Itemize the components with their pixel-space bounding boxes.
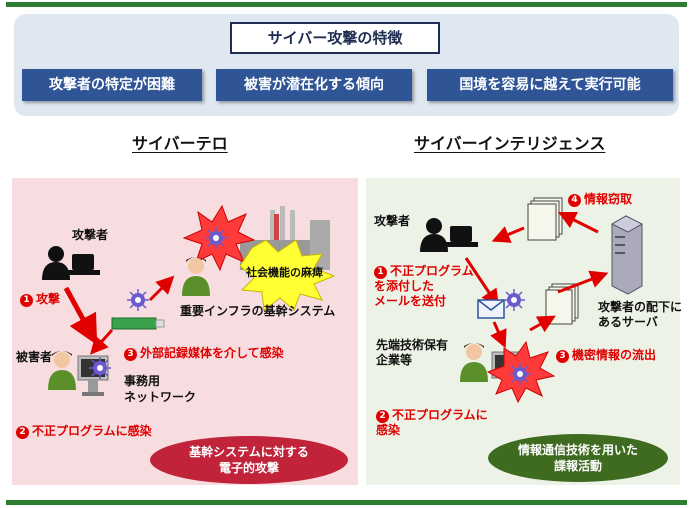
left-victim-label: 被害者 bbox=[16, 350, 53, 364]
virus-icon-infra bbox=[204, 226, 228, 250]
cyber-terror-heading: サイバーテロ bbox=[132, 134, 228, 153]
company-label: 先端技術保有 企業等 bbox=[376, 338, 449, 367]
feature-cross-border: 国境を容易に越えて実行可能 bbox=[427, 69, 673, 101]
server-icon bbox=[610, 215, 644, 295]
left-attacker-label: 攻撃者 bbox=[72, 228, 109, 242]
virus-icon-usb bbox=[126, 288, 150, 312]
right-attacker-label: 攻撃者 bbox=[374, 214, 411, 228]
cyber-intelligence-heading: サイバーインテリジェンス bbox=[414, 134, 606, 153]
infra-system-label: 重要インフラの基幹システム bbox=[180, 304, 336, 318]
feature-damage-latent: 被害が潜在化する傾向 bbox=[216, 69, 412, 101]
social-paralysis-burst bbox=[239, 239, 336, 311]
cyber-terror-summary: 基幹システムに対する 電子的攻撃 bbox=[150, 436, 348, 484]
virus-icon-company bbox=[508, 362, 532, 386]
stolen-documents-icon bbox=[527, 197, 563, 241]
leaked-documents-icon bbox=[545, 283, 579, 325]
usb-memory-icon bbox=[111, 317, 165, 330]
attacker-icon bbox=[42, 246, 100, 280]
office-network-label: 事務用 ネットワーク bbox=[124, 374, 197, 404]
attacker-server-label: 攻撃者の配下に あるサーバ bbox=[598, 300, 683, 329]
company-employee-icon bbox=[460, 343, 488, 382]
social-paralysis-label: 社会機能の麻痺 bbox=[246, 266, 323, 279]
victim-icon bbox=[48, 351, 76, 390]
page-title: サイバー攻撃の特徴 bbox=[230, 22, 440, 54]
bottom-border bbox=[6, 500, 687, 505]
feature-hard-to-identify: 攻撃者の特定が困難 bbox=[22, 69, 202, 101]
top-border bbox=[6, 2, 687, 7]
cyber-intelligence-summary: 情報通信技術を用いた 諜報活動 bbox=[488, 434, 668, 482]
attack-arrow bbox=[63, 286, 98, 346]
attacker-icon-intel bbox=[420, 218, 478, 252]
virus-icon-office bbox=[88, 356, 112, 380]
operator-icon bbox=[182, 257, 210, 296]
mail-icon bbox=[477, 299, 505, 319]
virus-icon-mail bbox=[502, 288, 526, 312]
